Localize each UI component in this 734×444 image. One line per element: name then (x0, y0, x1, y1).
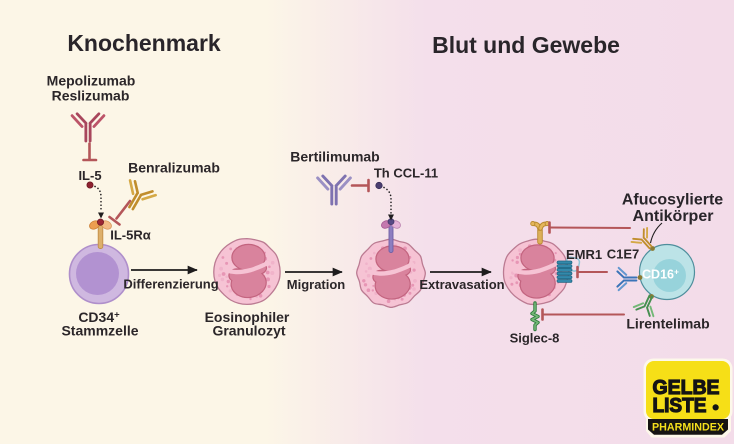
logo-dot: ● (711, 400, 720, 416)
ccl11-dotted-arrowhead (388, 214, 394, 221)
logo-black-bar (648, 419, 728, 435)
eosinophil-1-nucleus (223, 243, 271, 299)
label-antikoerper: Antikörper (633, 208, 714, 225)
c1e7-antibody-icon (617, 267, 643, 291)
label-differenzierung: Differenzierung (123, 277, 218, 292)
eosinophil-3 (502, 238, 570, 306)
il5-receptor (89, 218, 112, 249)
bertilimumab-antibody-icon (317, 176, 370, 204)
logo-liste-text: LISTE (653, 395, 707, 417)
label-afucosylierte: Afucosylierte (622, 192, 723, 209)
logo-pharmindex-text: PHARMINDEX (652, 422, 725, 434)
ccl11-molecule (375, 181, 383, 190)
label-bertilimumab: Bertilimumab (290, 149, 379, 165)
eosinophil-2 (356, 238, 426, 309)
label-eosinophiler: Eosinophiler (205, 309, 290, 325)
label-th-ccl11: Th CCL-11 (374, 166, 438, 181)
afucosylated-inhibit-line (548, 221, 631, 234)
title-blut-und-gewebe: Blut und Gewebe (432, 32, 620, 58)
gelbe-liste-logo: GELBE LISTE ● PHARMINDEX (643, 358, 733, 438)
label-granulozyt: Granulozyt (212, 323, 285, 339)
label-cd34: CD34+ (78, 309, 120, 325)
label-extravasation: Extravasation (419, 277, 504, 292)
emr1-receptor (556, 256, 581, 283)
afucosylated-antibody-icon (630, 226, 659, 255)
label-il5: IL-5 (78, 168, 101, 183)
label-reslizumab: Reslizumab (52, 88, 130, 104)
label-siglec8: Siglec-8 (510, 331, 560, 346)
eosinophil-3-nucleus (512, 244, 560, 299)
cd34-stem-cell (68, 243, 130, 305)
lirentelimab-inhibit-line (541, 308, 625, 321)
c1e7-inhibit-line (576, 265, 608, 279)
ccr3-receptor (381, 218, 401, 253)
mepolizumab-antibody-icon (72, 113, 104, 162)
label-migration: Migration (287, 277, 346, 292)
logo-gelbe-text: GELBE (653, 377, 720, 399)
il5-molecule (86, 181, 94, 189)
antikoerper-pointer-line (649, 222, 663, 244)
label-il5ra: IL-5Rα (110, 228, 151, 243)
title-knochenmark: Knochenmark (67, 30, 221, 56)
logo-yellow-box (646, 361, 730, 419)
benralizumab-antibody-icon (108, 178, 157, 226)
eosinophil-2-nucleus (367, 245, 415, 300)
green-antibody-icon (633, 291, 661, 318)
eosinophil-1 (213, 237, 281, 306)
ccl11-binding-dotted-arrow (383, 186, 392, 215)
il5-dotted-arrowhead (98, 212, 104, 219)
siglec8-receptor (530, 301, 540, 332)
benralizumab-inhibit-line (115, 199, 132, 220)
label-mepolizumab: Mepolizumab (47, 73, 136, 89)
cd16-cell (638, 243, 696, 301)
il5-binding-dotted-arrow (94, 185, 102, 213)
label-cd16: CD16+ (642, 267, 679, 282)
label-emr1: EMR1 (566, 247, 602, 262)
label-benralizumab: Benralizumab (128, 160, 220, 176)
label-lirentelimab: Lirentelimab (626, 316, 709, 332)
label-stammzelle: Stammzelle (61, 323, 138, 339)
label-c1e7: C1E7 (607, 247, 640, 262)
